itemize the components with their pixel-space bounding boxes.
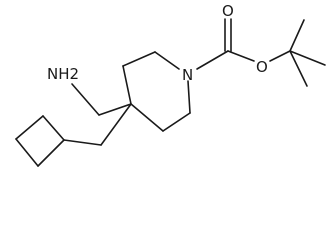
bond-cyclobutane-b xyxy=(15,115,44,140)
chemical-structure: NH2 N O O xyxy=(15,2,326,167)
bond-cyclobutylmethyl-c xyxy=(100,103,132,146)
amine-nitrogen-label: NH2 xyxy=(47,65,79,83)
ester-oxygen-label: O xyxy=(256,58,268,76)
bond-aminomethyl-c xyxy=(98,103,132,116)
bond-cyclobutylmethyl-ring xyxy=(63,139,102,146)
bond-cyclobutane-a xyxy=(42,115,65,141)
bond-tbutyl-methyl-right xyxy=(289,50,326,66)
bond-ring-n-c6 xyxy=(187,80,191,114)
bond-carbonyl-ester-o xyxy=(227,50,255,62)
bond-ester-o-quaternary-c xyxy=(269,50,291,62)
bond-aminomethyl-n xyxy=(71,83,100,116)
bond-ring-c5-c4 xyxy=(130,103,164,132)
bond-ring-c6-c5 xyxy=(162,112,191,132)
bond-ring-c4-c3 xyxy=(122,65,132,105)
bond-cyclobutane-c xyxy=(15,138,39,167)
bond-cyclobutane-d xyxy=(37,139,65,167)
bond-ring-c2-n xyxy=(154,51,180,70)
bond-tbutyl-methyl-down xyxy=(289,50,308,87)
atom-labels: NH2 N O O xyxy=(47,2,268,84)
bond-n-carbonyl-c xyxy=(196,50,229,70)
carbonyl-oxygen-label: O xyxy=(222,2,234,20)
bond-ring-c3-c2 xyxy=(122,51,156,67)
ring-nitrogen-label: N xyxy=(182,66,193,84)
bond-tbutyl-methyl-up xyxy=(289,19,305,52)
bond-lines xyxy=(15,18,326,167)
